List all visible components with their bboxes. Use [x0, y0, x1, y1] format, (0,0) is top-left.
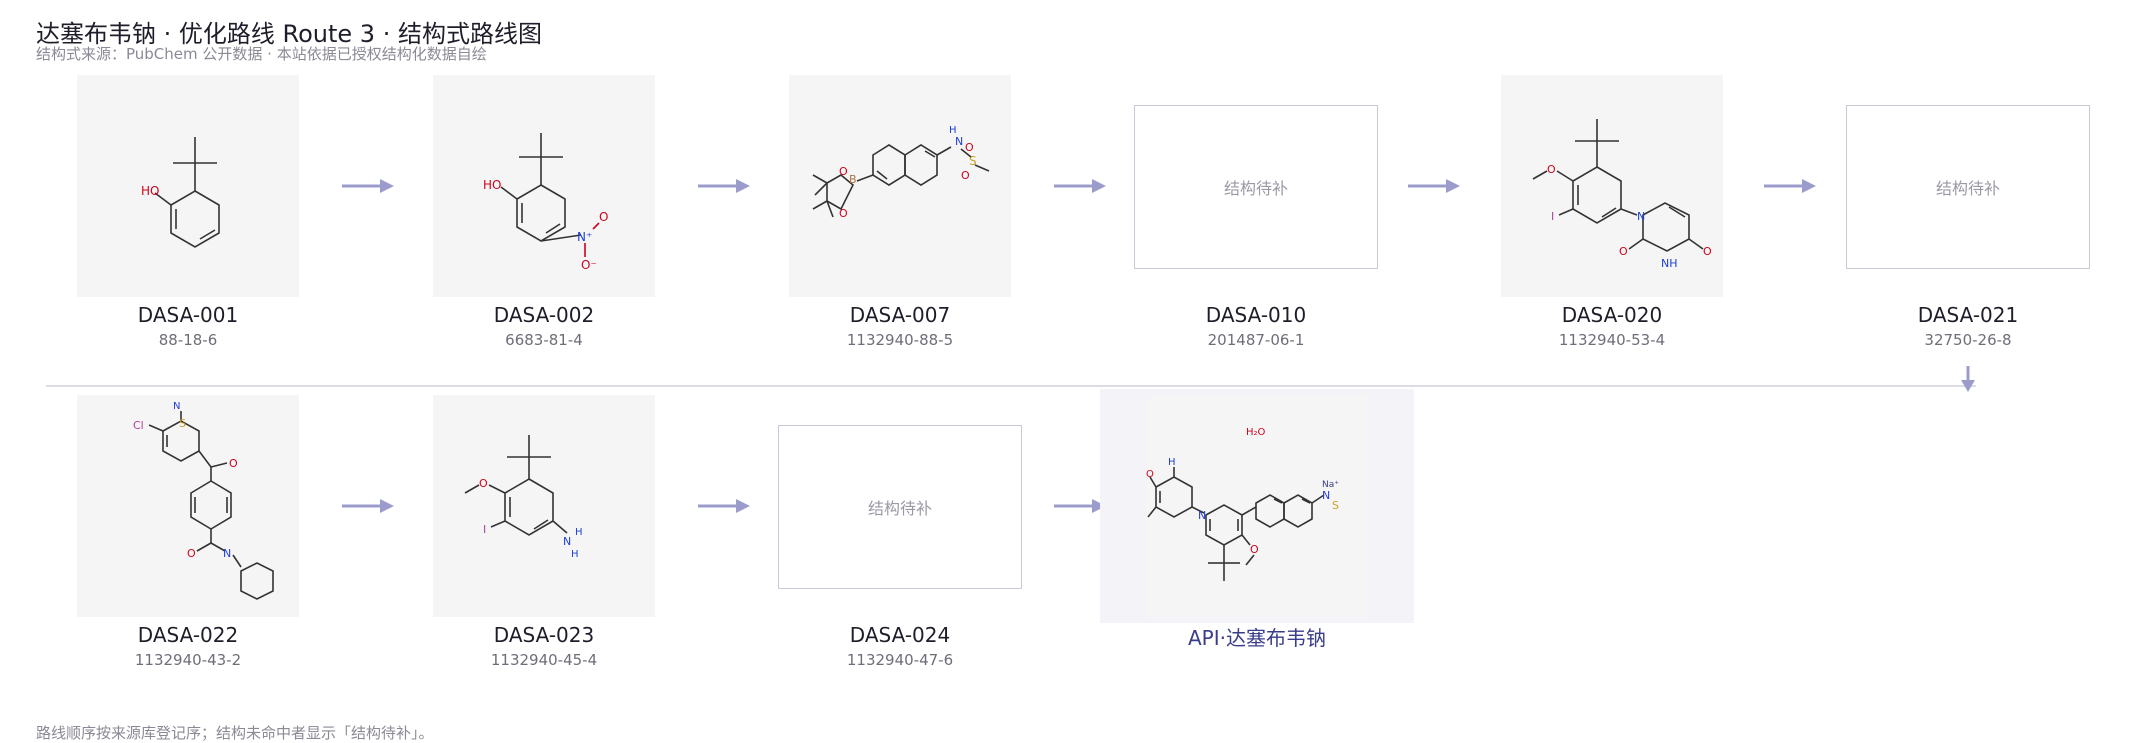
node-code: DASA-023 — [493, 623, 595, 647]
atom-label: B — [849, 173, 857, 186]
structure-tile: N H S O O B O O — [789, 75, 1011, 297]
footnote: 路线顺序按来源库登记序；结构未命中者显示「结构待补」。 — [36, 724, 434, 742]
structure-tile: O I N H H — [433, 395, 655, 617]
route-node-dasa-020[interactable]: O I N O O NH DASA-020 1132940-53-4 — [1452, 75, 1772, 355]
atom-label: N — [173, 401, 180, 412]
route-arrow-icon — [342, 499, 394, 513]
atom-label: O — [1146, 469, 1154, 480]
atom-label: O — [1619, 245, 1628, 258]
route-node-dasa-022[interactable]: N S Cl O O N DASA-022 1132940-43-2 — [28, 395, 348, 675]
node-code: DASA-001 — [137, 303, 239, 327]
route-node-dasa-024[interactable]: 结构待补 DASA-024 1132940-47-6 — [740, 395, 1060, 675]
wrap-down-arrow-icon — [1961, 366, 1975, 392]
atom-label: N — [1322, 489, 1330, 502]
route-node-dasa-023[interactable]: O I N H H DASA-023 1132940-45-4 — [384, 395, 704, 675]
node-cas: 1132940-53-4 — [1558, 331, 1666, 349]
structure-tile: O I N O O NH — [1501, 75, 1723, 297]
structure-tile: N S Cl O O N — [77, 395, 299, 617]
structure-placeholder: 结构待补 — [1134, 105, 1378, 269]
node-cas: 201487-06-1 — [1207, 331, 1305, 349]
node-code: DASA-024 — [849, 623, 951, 647]
route-node-dasa-021[interactable]: 结构待补 DASA-021 32750-26-8 — [1808, 75, 2128, 355]
structure-dasa-020: O I N O O NH — [1532, 119, 1712, 270]
atom-label: N — [223, 547, 231, 560]
atom-label: O — [965, 141, 974, 154]
node-cas: 1132940-88-5 — [846, 331, 954, 349]
atom-label: N⁺ — [577, 230, 592, 244]
atom-label: HO — [483, 178, 501, 192]
atom-label: O — [599, 210, 608, 224]
atom-label: O — [1547, 163, 1556, 176]
atom-label: O — [479, 477, 488, 490]
node-cas: 1132940-45-4 — [490, 651, 598, 669]
node-cas: 1132940-47-6 — [846, 651, 954, 669]
atom-label: O — [1703, 245, 1712, 258]
atom-label: O — [187, 547, 196, 560]
node-code: DASA-002 — [493, 303, 595, 327]
atom-label: H — [571, 549, 579, 560]
node-cas: 32750-26-8 — [1924, 331, 2012, 349]
route-arrow-icon — [698, 499, 750, 513]
structure-tile: HO N⁺ O O⁻ — [433, 75, 655, 297]
structure-dasa-023: O I N H H — [464, 435, 583, 560]
route-node-dasa-007[interactable]: N H S O O B O O DASA-007 1132940-88-5 — [740, 75, 1060, 355]
atom-label: O — [839, 207, 848, 220]
atom-label: S — [969, 154, 977, 168]
row-divider — [46, 385, 1976, 387]
atom-label: O — [839, 165, 848, 178]
atom-label: O — [1250, 543, 1259, 556]
node-cas: 6683-81-4 — [505, 331, 583, 349]
structure-api-dasabuvir-sodium: H₂O Na⁺ N S O N H O — [1146, 427, 1339, 581]
node-code: DASA-007 — [849, 303, 951, 327]
atom-label: N — [1198, 509, 1206, 522]
structure-dasa-001: HO — [141, 137, 220, 248]
atom-label: I — [1551, 210, 1554, 223]
page-subtitle: 结构式来源：PubChem 公开数据 · 本站依据已授权结构化数据自绘 — [36, 45, 487, 63]
atom-label: N — [563, 535, 571, 548]
atom-label: N — [955, 135, 963, 148]
structure-tile: HO — [77, 75, 299, 297]
structure-tile[interactable]: H₂O Na⁺ N S O N H O — [1146, 395, 1368, 617]
route-arrow-icon — [1054, 499, 1106, 513]
atom-label: HO — [141, 184, 159, 198]
node-code: DASA-022 — [137, 623, 239, 647]
route-arrow-icon — [1764, 179, 1816, 193]
route-node-dasa-001[interactable]: HO DASA-001 88-18-6 — [28, 75, 348, 355]
node-cas: 88-18-6 — [158, 331, 218, 349]
atom-label: NH — [1661, 257, 1678, 270]
structure-dasa-007: N H S O O B O O — [812, 125, 990, 220]
node-code: DASA-010 — [1205, 303, 1307, 327]
atom-label: S — [1332, 499, 1339, 512]
atom-label: O — [229, 457, 238, 470]
structure-dasa-002: HO N⁺ O O⁻ — [483, 133, 608, 272]
atom-label: H — [949, 125, 957, 136]
atom-label: O⁻ — [581, 258, 597, 272]
structure-placeholder: 结构待补 — [1846, 105, 2090, 269]
route-arrow-icon — [1054, 179, 1106, 193]
structure-dasa-022: N S Cl O O N — [133, 401, 274, 600]
node-code: DASA-020 — [1561, 303, 1663, 327]
atom-label: I — [483, 523, 486, 536]
route-arrow-icon — [1408, 179, 1460, 193]
node-cas: 1132940-43-2 — [134, 651, 242, 669]
atom-label: Na⁺ — [1322, 480, 1339, 490]
atom-label: H — [1168, 457, 1176, 468]
route-arrow-icon — [342, 179, 394, 193]
api-label: API·达塞布韦钠 — [1188, 626, 1326, 650]
route-arrow-icon — [698, 179, 750, 193]
atom-label: H — [575, 527, 583, 538]
atom-label: Cl — [133, 419, 144, 432]
route-node-dasa-002[interactable]: HO N⁺ O O⁻ DASA-002 6683-81-4 — [384, 75, 704, 355]
route-node-dasa-010[interactable]: 结构待补 DASA-010 201487-06-1 — [1096, 75, 1416, 355]
atom-label: H₂O — [1246, 427, 1266, 438]
atom-label: O — [961, 169, 970, 182]
structure-placeholder: 结构待补 — [778, 425, 1022, 589]
atom-label: S — [179, 417, 186, 430]
node-code: DASA-021 — [1917, 303, 2019, 327]
atom-label: N — [1637, 210, 1645, 223]
page-title: 达塞布韦钠 · 优化路线 Route 3 · 结构式路线图 — [36, 20, 542, 48]
